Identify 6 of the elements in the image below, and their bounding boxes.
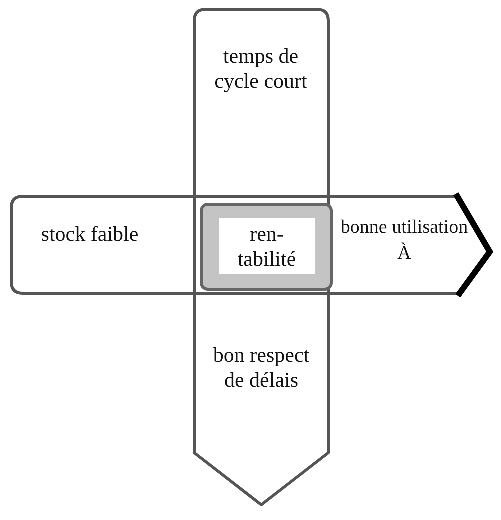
band-label: ren- tabilité — [219, 218, 315, 274]
center-square — [200, 203, 333, 291]
band-label: temps de cycle court — [214, 44, 308, 94]
band-label: bonne utilisation À — [340, 216, 470, 266]
band-label: bon respect de délais — [212, 343, 311, 394]
band-label: stock faible — [40, 222, 140, 248]
